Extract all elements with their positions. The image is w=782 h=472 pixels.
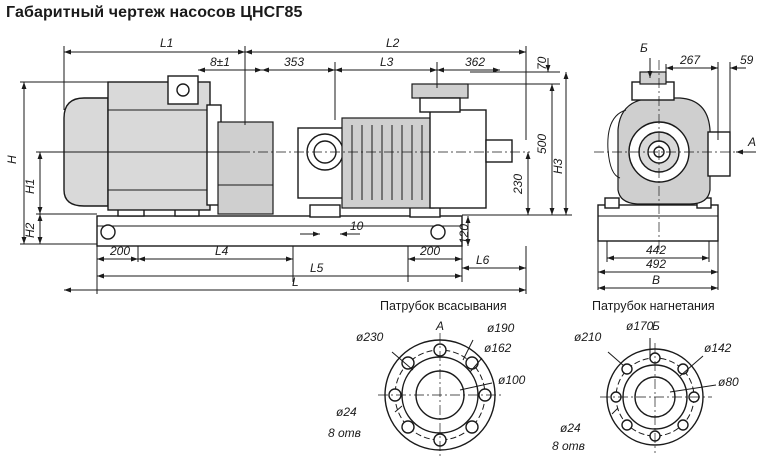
base-frame: [96, 215, 463, 247]
page-title: Габаритный чертеж насосов ЦНСГ85: [6, 4, 303, 21]
dim-267: 267: [679, 53, 701, 67]
dim-L4: L4: [215, 244, 229, 258]
dim-10: 10: [350, 219, 364, 233]
dim-353: 353: [284, 55, 304, 69]
dim-H1: H1: [23, 179, 37, 194]
suction-d-bolt: ø190: [487, 321, 515, 335]
view-arrow-a: A: [747, 135, 756, 149]
dim-L5: L5: [310, 261, 324, 275]
coupling-guard: [217, 121, 274, 215]
view-arrow-b: Б: [640, 41, 648, 55]
end-view: Б A 267 59 442 492 B: [594, 41, 756, 291]
dim-L1: L1: [160, 36, 173, 50]
discharge-d-outer: ø210: [574, 330, 602, 344]
dim-230: 230: [511, 174, 525, 195]
dim-492: 492: [646, 257, 666, 271]
dim-L2: L2: [386, 36, 400, 50]
discharge-caption: Патрубок нагнетания: [592, 299, 715, 313]
dim-200-left: 200: [109, 244, 130, 258]
end-base: [597, 204, 719, 242]
dim-H: H: [5, 155, 19, 164]
suction-d-outer: ø230: [356, 330, 384, 344]
discharge-d-face: ø142: [704, 341, 732, 355]
dim-H3: H3: [551, 158, 565, 174]
suction-caption: Патрубок всасывания: [380, 299, 507, 313]
discharge-holes: 8 отв: [552, 439, 585, 453]
suction-flange-view: Патрубок всасывания А ø230 ø190 ø162 ø10…: [328, 299, 526, 457]
dim-B: B: [652, 273, 660, 287]
dim-500: 500: [535, 134, 549, 154]
suction-holes: 8 отв: [328, 426, 361, 440]
dim-L3: L3: [380, 55, 394, 69]
dim-59: 59: [740, 53, 754, 67]
suction-d-face: ø162: [484, 341, 512, 355]
dim-442: 442: [646, 243, 666, 257]
discharge-d-hole: ø24: [560, 421, 581, 435]
dim-200-right: 200: [419, 244, 440, 258]
anchor-hole-left: [100, 224, 116, 240]
pump-body: [240, 83, 530, 209]
discharge-d-bolt: ø170: [626, 319, 654, 333]
dim-L6: L6: [476, 253, 490, 267]
dim-120: 120: [457, 224, 471, 244]
dim-H2: H2: [23, 222, 37, 238]
suction-d-bore: ø100: [498, 373, 526, 387]
dim-362: 362: [465, 55, 485, 69]
discharge-letter: Б: [652, 319, 660, 333]
discharge-d-bore: ø80: [718, 375, 739, 389]
dim-70: 70: [535, 56, 549, 70]
dim-8: 8±1: [210, 55, 230, 69]
discharge-flange-view: Патрубок нагнетания Б ø210 ø170 ø142 ø80…: [552, 299, 739, 453]
suction-d-hole: ø24: [336, 405, 357, 419]
dim-L: L: [292, 275, 299, 289]
suction-letter: А: [435, 319, 444, 333]
anchor-hole-right: [430, 224, 446, 240]
side-view: L1 L2 8±1 353 L3 362 70 500 230 H3 H H1: [5, 36, 572, 294]
